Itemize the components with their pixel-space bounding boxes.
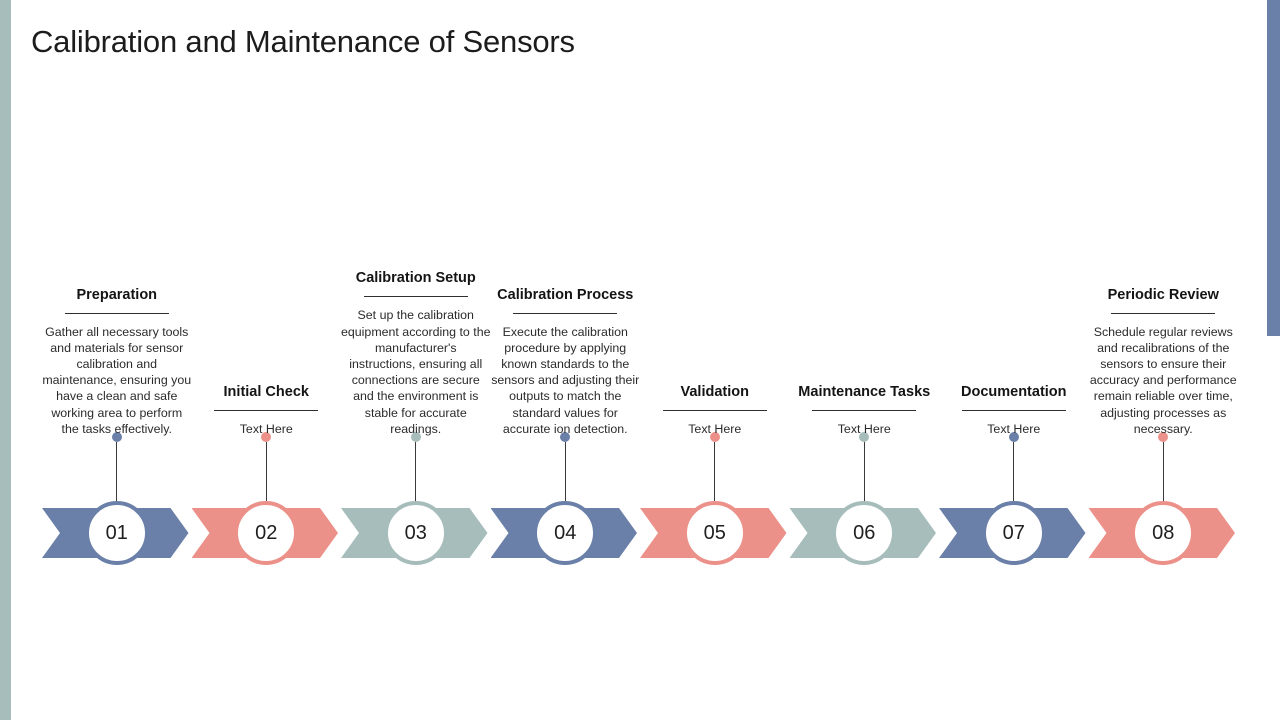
step-divider bbox=[363, 296, 468, 298]
step-body: Set up the calibration equipment accordi… bbox=[341, 308, 491, 436]
step-body: Execute the calibration procedure by app… bbox=[491, 324, 640, 436]
step-divider bbox=[1111, 312, 1216, 314]
connector-06 bbox=[858, 432, 870, 501]
step-number-badge-07[interactable]: 07 bbox=[981, 501, 1046, 565]
connector-dot bbox=[410, 432, 421, 442]
step-heading: Calibration Setup bbox=[355, 270, 476, 287]
step-number-badge-05[interactable]: 05 bbox=[682, 501, 747, 565]
step-divider bbox=[662, 409, 767, 411]
step-divider bbox=[812, 409, 917, 411]
connector-dot bbox=[709, 432, 720, 442]
connector-dot bbox=[560, 432, 571, 442]
connector-03 bbox=[410, 432, 422, 501]
connector-08 bbox=[1157, 432, 1169, 501]
step-number-badge-06[interactable]: 06 bbox=[832, 501, 897, 565]
step-heading: Maintenance Tasks bbox=[798, 383, 931, 400]
connector-dot bbox=[111, 432, 122, 442]
chevron-band bbox=[42, 508, 1238, 558]
step-body: Gather all necessary tools and materials… bbox=[42, 324, 192, 436]
connector-stem bbox=[116, 442, 118, 501]
right-accent-bar bbox=[1267, 0, 1280, 336]
connector-dot bbox=[261, 432, 272, 442]
step-heading: Periodic Review bbox=[1107, 286, 1219, 303]
step-divider bbox=[513, 312, 618, 314]
step-body: Text Here bbox=[987, 421, 1041, 436]
connector-stem bbox=[863, 442, 865, 501]
connector-01 bbox=[111, 432, 123, 501]
connector-dot bbox=[859, 432, 870, 442]
step-divider bbox=[64, 312, 169, 314]
connector-07 bbox=[1008, 432, 1020, 501]
step-body: Text Here bbox=[688, 421, 742, 436]
connector-stem bbox=[265, 442, 267, 501]
left-accent-bar bbox=[0, 0, 11, 720]
connector-dot bbox=[1158, 432, 1169, 442]
step-number-badge-08[interactable]: 08 bbox=[1131, 501, 1196, 565]
step-heading: Validation bbox=[680, 383, 750, 400]
connector-02 bbox=[260, 432, 272, 501]
step-divider bbox=[961, 409, 1066, 411]
step-number-badge-01[interactable]: 01 bbox=[84, 501, 149, 565]
step-number-badge-03[interactable]: 03 bbox=[383, 501, 448, 565]
step-divider bbox=[214, 409, 319, 411]
step-heading: Initial Check bbox=[223, 383, 309, 400]
connector-stem bbox=[415, 442, 417, 501]
connector-05 bbox=[709, 432, 721, 501]
step-heading: Documentation bbox=[960, 383, 1067, 400]
step-heading: Calibration Process bbox=[497, 286, 634, 303]
connector-stem bbox=[1013, 442, 1015, 501]
step-heading: Preparation bbox=[76, 286, 158, 303]
connector-04 bbox=[559, 432, 571, 501]
connector-stem bbox=[714, 442, 716, 501]
connector-stem bbox=[1162, 442, 1164, 501]
step-number-badge-02[interactable]: 02 bbox=[234, 501, 299, 565]
step-body: Schedule regular reviews and recalibrati… bbox=[1089, 324, 1237, 436]
connector-dot bbox=[1008, 432, 1019, 442]
step-body: Text Here bbox=[239, 421, 293, 436]
page-title: Calibration and Maintenance of Sensors bbox=[31, 24, 575, 59]
step-body: Text Here bbox=[837, 421, 891, 436]
connector-stem bbox=[564, 442, 566, 501]
step-number-badge-04[interactable]: 04 bbox=[533, 501, 598, 565]
